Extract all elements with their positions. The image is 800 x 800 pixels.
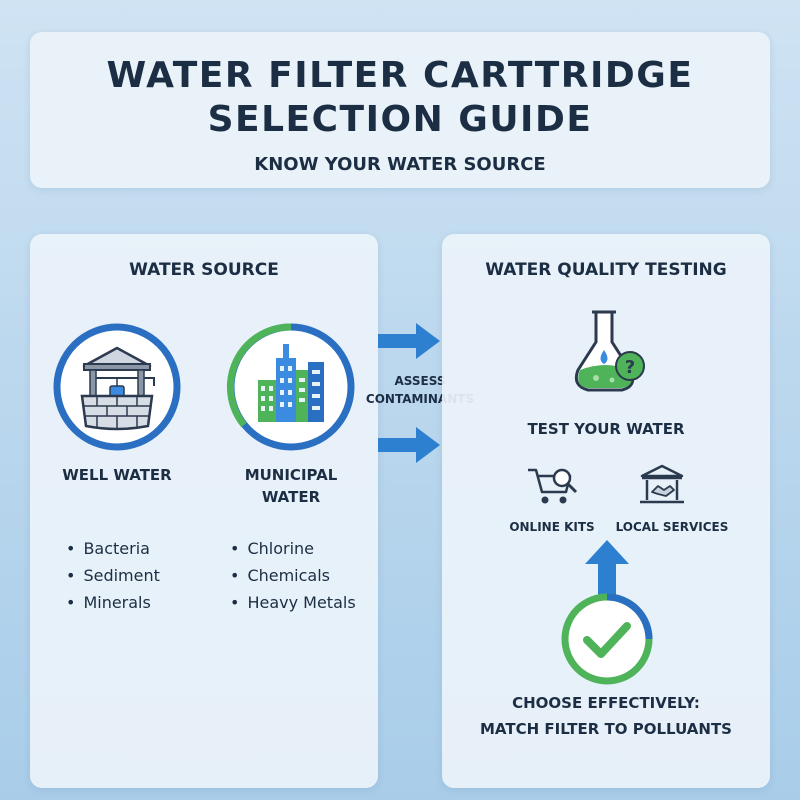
water-testing-heading: WATER QUALITY TESTING <box>485 260 727 280</box>
cart-search-icon <box>528 468 578 504</box>
header-panel: WATER FILTER CARTTRIDGE SELECTION GUIDE … <box>30 32 770 188</box>
city-buildings-icon <box>226 323 355 451</box>
checkmark-icon <box>561 593 653 685</box>
arrow-right-icon <box>378 323 440 359</box>
municipal-water-label-1: MUNICIPAL <box>244 466 338 484</box>
arrow-right-icon <box>378 427 440 463</box>
list-item: Chemicals <box>230 562 356 589</box>
list-item: Bacteria <box>66 535 160 562</box>
subtitle: KNOW YOUR WATER SOURCE <box>254 154 546 175</box>
online-kits-label: ONLINE KITS <box>509 520 595 534</box>
connector-label-1: ASSESS <box>394 374 446 388</box>
well-contaminants-list: Bacteria Sediment Minerals <box>66 535 160 616</box>
list-item: Chlorine <box>230 535 356 562</box>
water-source-panel: WATER SOURCE <box>30 234 378 788</box>
result-label-1: CHOOSE EFFECTIVELY: <box>512 694 700 712</box>
water-source-heading: WATER SOURCE <box>129 260 279 280</box>
list-item: Minerals <box>66 589 160 616</box>
result-label-2: MATCH FILTER TO POLLUANTS <box>480 720 732 738</box>
title-line-1: WATER FILTER CARTTRIDGE <box>106 55 694 96</box>
well-icon <box>53 323 181 451</box>
flask-question-icon: ? <box>574 310 645 392</box>
arrow-up-icon <box>585 540 629 598</box>
svg-text:?: ? <box>625 357 635 378</box>
well-water-label: WELL WATER <box>62 466 172 484</box>
list-item: Sediment <box>66 562 159 589</box>
test-your-water-label: TEST YOUR WATER <box>527 420 685 438</box>
title-line-2: SELECTION GUIDE <box>207 99 593 140</box>
local-services-label: LOCAL SERVICES <box>615 520 729 534</box>
municipal-water-label-2: WATER <box>261 488 321 506</box>
municipal-contaminants-list: Chlorine Chemicals Heavy Metals <box>230 535 356 616</box>
local-services-icon <box>640 464 684 504</box>
water-testing-panel: WATER QUALITY TESTING ? TEST YOUR WATER … <box>442 234 770 788</box>
list-item: Heavy Metals <box>230 589 355 616</box>
